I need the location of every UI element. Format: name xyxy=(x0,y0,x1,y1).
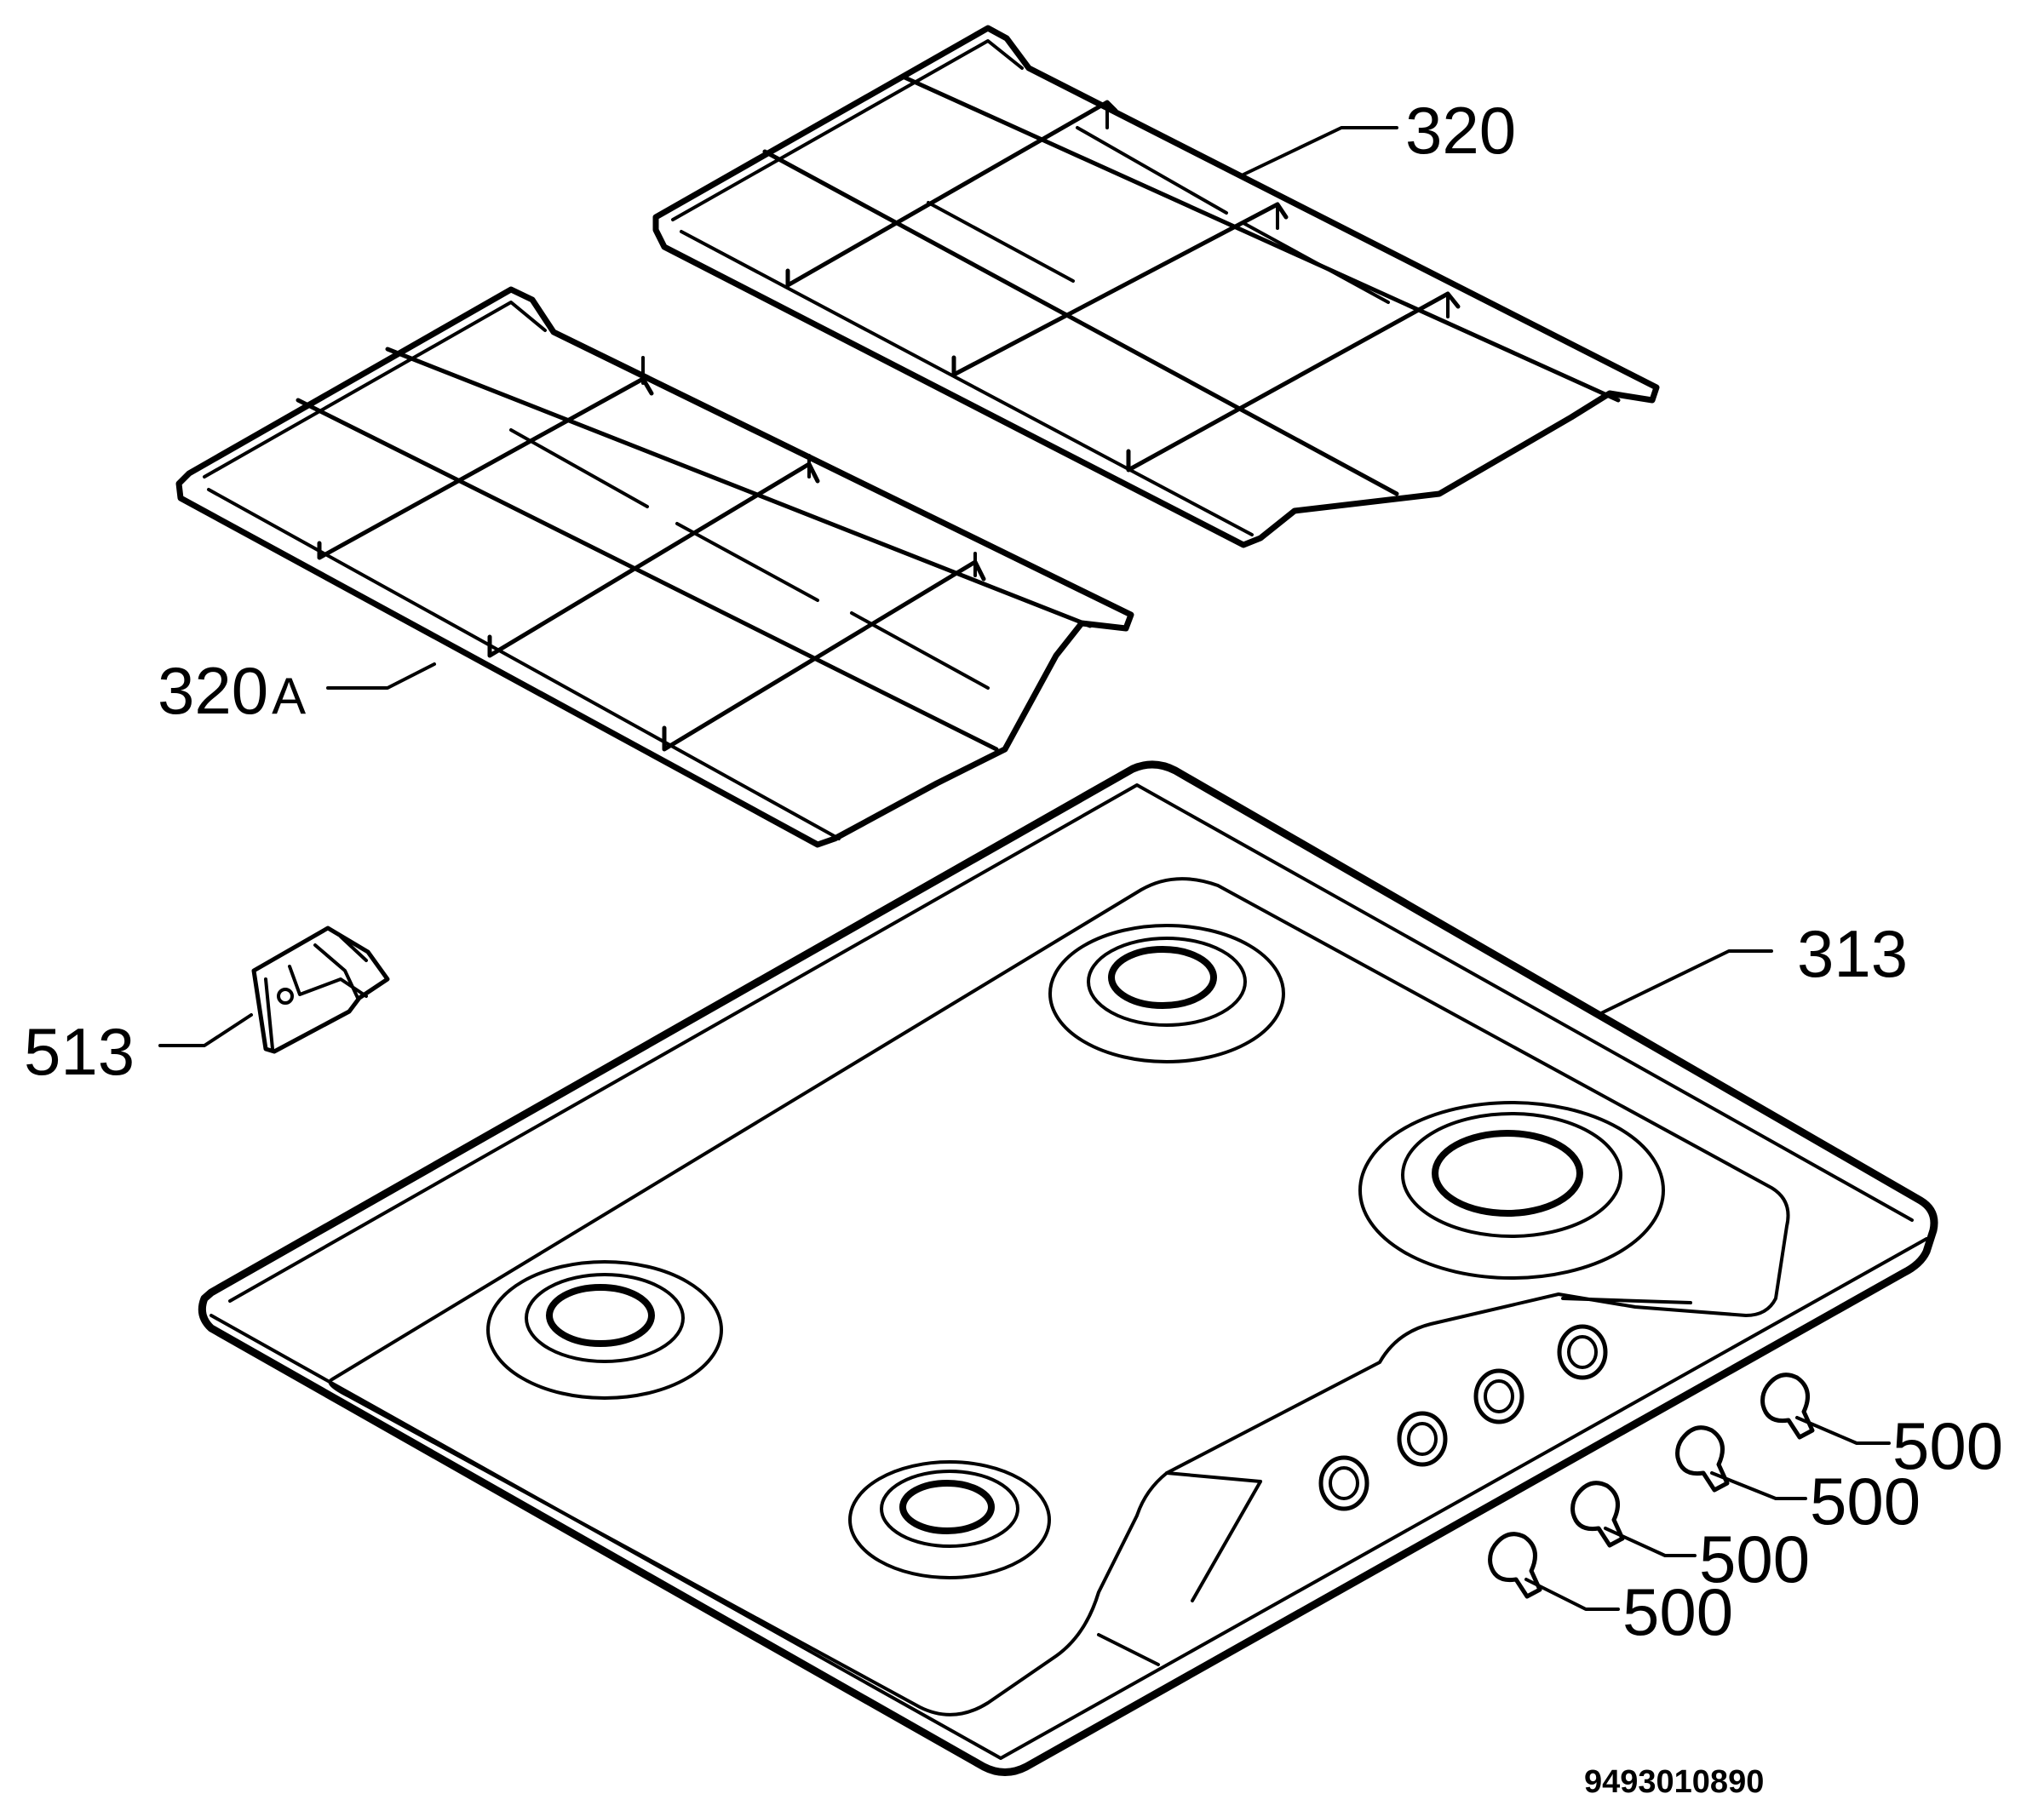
knob-hole-2 xyxy=(1397,1411,1448,1467)
control-knob-1 xyxy=(1760,1373,1815,1440)
control-knob-2 xyxy=(1675,1425,1730,1493)
callout-500-1: 500 xyxy=(1892,1408,2003,1483)
fixing-clip xyxy=(251,926,390,1054)
callout-320a: 320A xyxy=(158,653,306,728)
control-knob-3 xyxy=(1570,1481,1625,1548)
burner-front xyxy=(848,1460,1051,1579)
callout-500-2: 500 xyxy=(1810,1464,1921,1539)
callout-500-4: 500 xyxy=(1622,1574,1733,1649)
pan-support-grid-left xyxy=(175,286,1134,848)
callout-500-3: 500 xyxy=(1699,1522,1810,1596)
callout-313: 313 xyxy=(1797,916,1908,991)
hob-top-plate xyxy=(198,760,1938,1776)
knob-hole-3 xyxy=(1473,1368,1524,1424)
pan-support-grid-right xyxy=(652,25,1660,548)
callout-513: 513 xyxy=(24,1014,135,1089)
leader-lines xyxy=(158,126,1891,1611)
callout-320: 320 xyxy=(1405,93,1516,168)
burner-left xyxy=(486,1260,723,1400)
burner-back xyxy=(1048,924,1285,1063)
knob-hole-1 xyxy=(1318,1455,1369,1511)
document-number: 9493010890 xyxy=(1584,1764,1764,1800)
control-knob-4 xyxy=(1488,1532,1542,1599)
burner-right xyxy=(1358,1101,1665,1280)
knob-hole-4 xyxy=(1557,1324,1608,1380)
